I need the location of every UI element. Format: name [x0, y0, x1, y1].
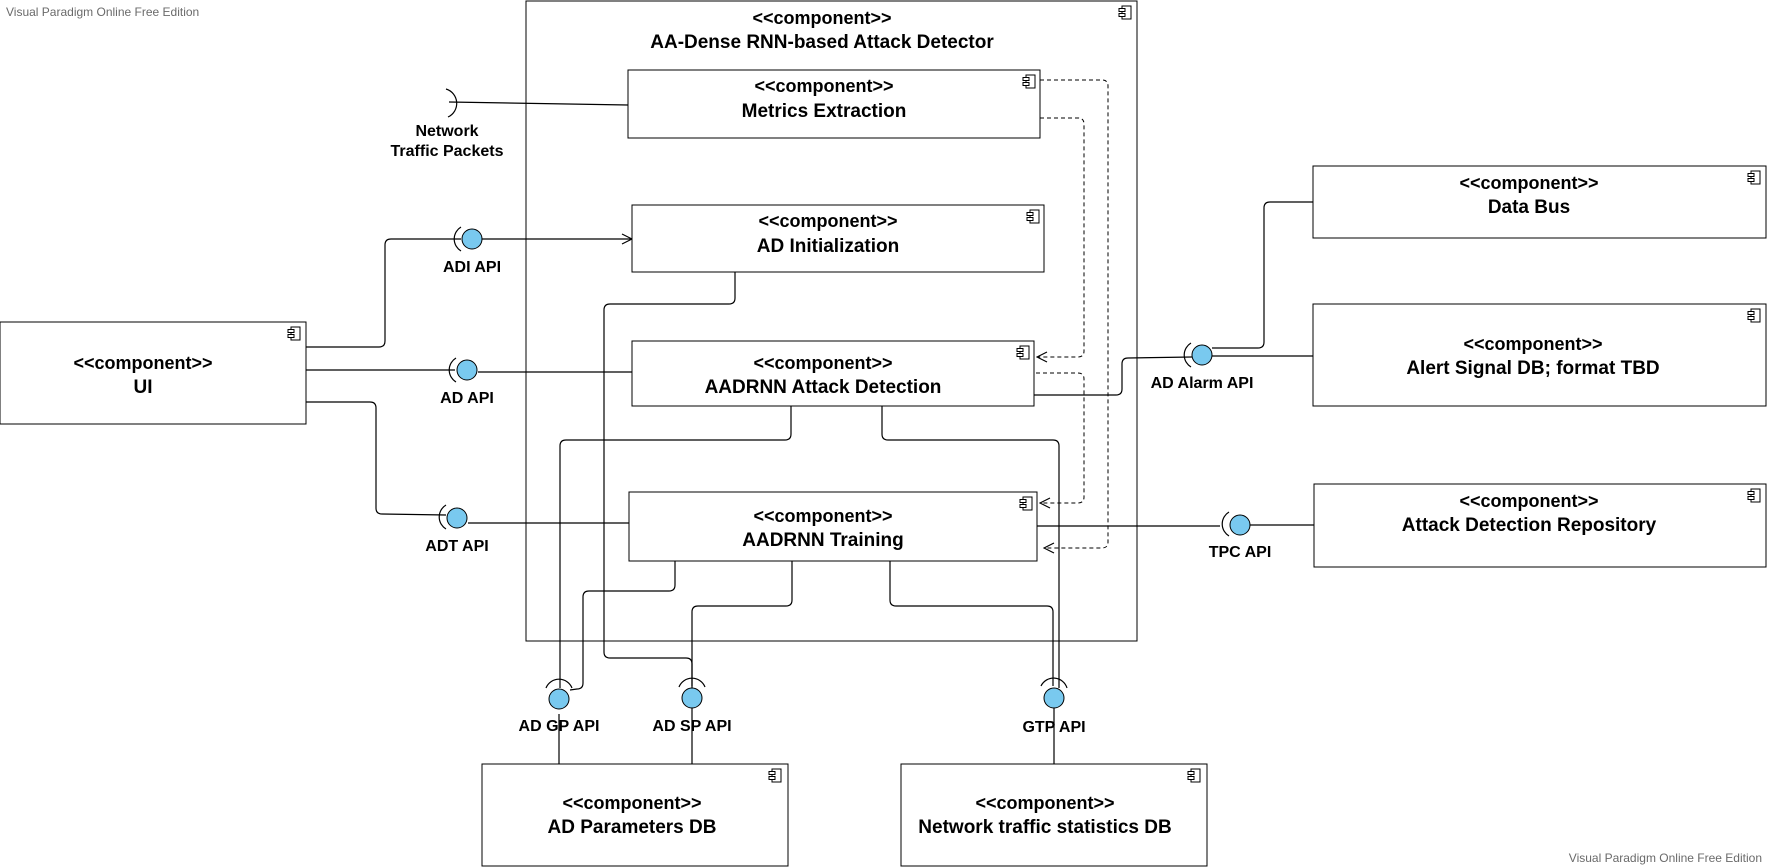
component-data-bus[interactable]: <<component>> Data Bus	[1312, 165, 1767, 239]
interface-ball	[1191, 344, 1213, 366]
stereotype-label: <<component>>	[1463, 334, 1602, 354]
ui-adt-connector[interactable]	[306, 401, 447, 516]
interface-socket	[448, 357, 457, 383]
component-name: AADRNN Attack Detection	[705, 377, 942, 398]
interface-label: TPC API	[1209, 544, 1272, 561]
ui-adi-connector[interactable]	[306, 238, 461, 348]
interface-ball	[461, 228, 483, 250]
interface-socket	[1183, 342, 1192, 368]
interface-label: AD API	[440, 390, 494, 407]
interface-socket	[438, 504, 447, 530]
stereotype-label: <<component>>	[752, 8, 891, 28]
interface-ball	[548, 688, 570, 710]
interface-ball	[1043, 687, 1065, 709]
interface-ball	[1229, 514, 1251, 536]
connector-lines	[306, 101, 1314, 764]
interface-ball	[446, 507, 468, 529]
component-name: UI	[134, 377, 153, 398]
detection-training-dependency[interactable]	[1036, 372, 1085, 503]
component-network-traffic-statistics-db[interactable]: <<component>> Network traffic statistics…	[900, 763, 1208, 867]
training-gp-connector[interactable]	[569, 561, 676, 691]
stereotype-label: <<component>>	[975, 793, 1114, 813]
interface-socket	[678, 677, 706, 688]
watermark-top-left: Visual Paradigm Online Free Edition	[6, 5, 199, 19]
interface-ball	[456, 359, 478, 381]
stereotype-label: <<component>>	[753, 506, 892, 526]
interface-socket	[1221, 511, 1230, 537]
metrics-detection-dependency[interactable]	[1037, 117, 1085, 357]
interface-gtp-api[interactable]: GTP API	[1022, 677, 1086, 736]
training-gtp-connector[interactable]	[889, 561, 1054, 686]
detection-gp-connector[interactable]	[559, 406, 792, 688]
stereotype-label: <<component>>	[754, 76, 893, 96]
component-ad-initialization[interactable]: <<component>> AD Initialization	[631, 204, 1045, 273]
stereotype-label: <<component>>	[1459, 173, 1598, 193]
metrics-training-dependency[interactable]	[1040, 79, 1109, 548]
interface-adt-api[interactable]: ADT API	[425, 504, 489, 555]
component-name: Metrics Extraction	[742, 101, 907, 122]
component-ad-parameters-db[interactable]: <<component>> AD Parameters DB	[481, 763, 789, 867]
training-sp-connector[interactable]	[691, 561, 793, 688]
interface-label: AD Alarm API	[1151, 375, 1254, 392]
dependency-lines	[1036, 79, 1109, 548]
interface-label: Network	[415, 123, 478, 140]
stereotype-label: <<component>>	[753, 353, 892, 373]
component-name: AADRNN Training	[742, 530, 904, 551]
interface-tpc-api[interactable]: TPC API	[1209, 511, 1272, 561]
component-alert-signal-db[interactable]: <<component>> Alert Signal DB; format TB…	[1312, 303, 1767, 407]
stereotype-label: <<component>>	[758, 211, 897, 231]
interface-adi-api[interactable]: ADI API	[443, 226, 501, 276]
component-aadrnn-attack-detection[interactable]: <<component>> AADRNN Attack Detection	[631, 340, 1035, 407]
stereotype-label: <<component>>	[73, 353, 212, 373]
component-metrics-extraction[interactable]: <<component>> Metrics Extraction	[627, 69, 1041, 139]
component-ui[interactable]: <<component>> UI	[0, 321, 307, 425]
component-name: Alert Signal DB; format TBD	[1406, 358, 1659, 379]
interface-socket	[545, 678, 573, 689]
interface-label: AD GP API	[519, 718, 600, 735]
detection-gtp-connector[interactable]	[881, 406, 1060, 688]
interface-ad-sp-api[interactable]: AD SP API	[652, 677, 732, 735]
network-traffic-connector[interactable]	[448, 101, 629, 106]
interface-socket	[1040, 677, 1068, 689]
required-interface-socket	[445, 88, 458, 118]
init-sp-connector[interactable]	[603, 272, 736, 686]
interface-ad-api[interactable]: AD API	[440, 357, 494, 407]
component-name: Data Bus	[1488, 197, 1570, 218]
component-name: AA-Dense RNN-based Attack Detector	[650, 32, 994, 53]
component-name: AD Initialization	[757, 236, 900, 257]
interface-network-traffic-packets[interactable]: Network Traffic Packets	[391, 88, 504, 160]
interface-label: ADI API	[443, 259, 501, 276]
component-attack-detection-repository[interactable]: <<component>> Attack Detection Repositor…	[1313, 483, 1767, 568]
component-name: Network traffic statistics DB	[918, 817, 1171, 838]
watermark-bottom-right: Visual Paradigm Online Free Edition	[1569, 851, 1762, 865]
stereotype-label: <<component>>	[1459, 491, 1598, 511]
interface-label: Traffic Packets	[391, 143, 504, 160]
detection-alarm-connector[interactable]	[1034, 356, 1193, 396]
component-name: Attack Detection Repository	[1402, 515, 1657, 536]
stereotype-label: <<component>>	[562, 793, 701, 813]
interface-ad-alarm-api[interactable]: AD Alarm API	[1151, 342, 1254, 392]
component-aadrnn-training[interactable]: <<component>> AADRNN Training	[628, 491, 1038, 562]
interface-label: AD SP API	[652, 718, 731, 735]
component-name: AD Parameters DB	[548, 817, 717, 838]
interface-label: GTP API	[1022, 719, 1085, 736]
databus-alarm-connector[interactable]	[1212, 201, 1313, 349]
interface-ball	[681, 687, 703, 709]
interface-socket	[453, 226, 462, 252]
interface-label: ADT API	[425, 538, 488, 555]
interface-ad-gp-api[interactable]: AD GP API	[519, 678, 600, 735]
